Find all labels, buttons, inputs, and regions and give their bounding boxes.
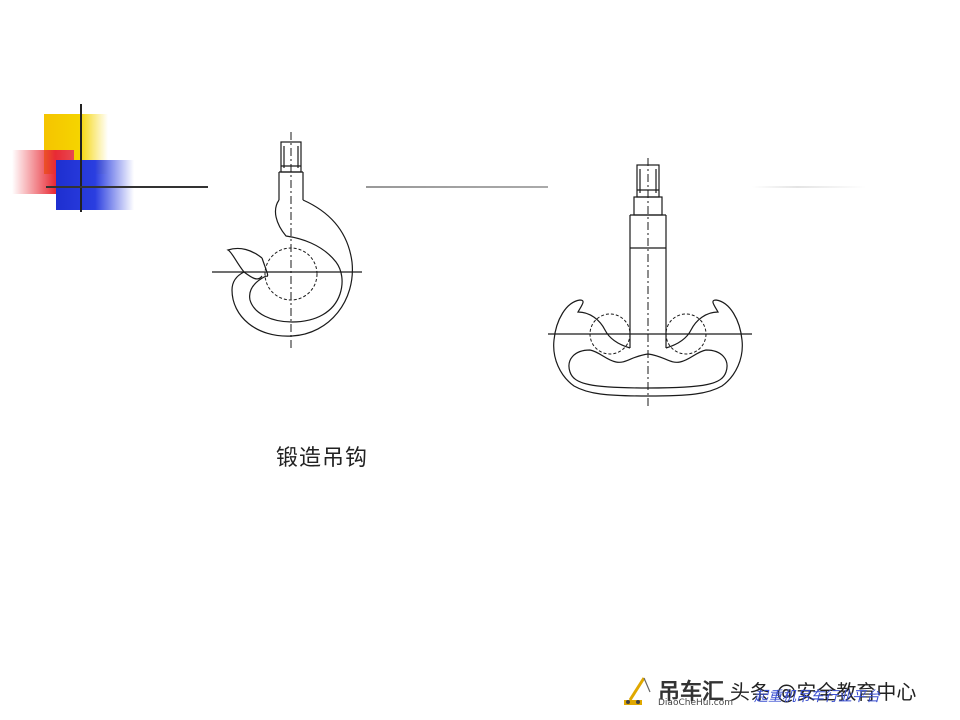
double-hook-drawing <box>548 158 752 408</box>
watermark-domain: DiaoCheHui.com <box>658 698 734 708</box>
decor-blue-square <box>56 160 134 210</box>
decor-horizontal-line-right <box>752 186 866 188</box>
decor-horizontal-line-middle <box>366 186 548 188</box>
single-hook-drawing <box>212 132 362 350</box>
decor-horizontal-line <box>46 186 208 188</box>
watermark-brand: 吊车汇 <box>658 680 725 705</box>
crane-logo-icon <box>624 677 651 705</box>
figure-caption: 锻造吊钩 <box>276 446 369 471</box>
watermark-slogan: 起重机吊车行业平台 <box>754 689 880 705</box>
watermark-account: 头条 @安全教育中心 <box>730 680 917 704</box>
decor-vertical-line <box>80 104 82 212</box>
watermark: 吊车汇 DiaoCheHui.com 头条 @安全教育中心 起重机吊车行业平台 <box>622 672 952 708</box>
